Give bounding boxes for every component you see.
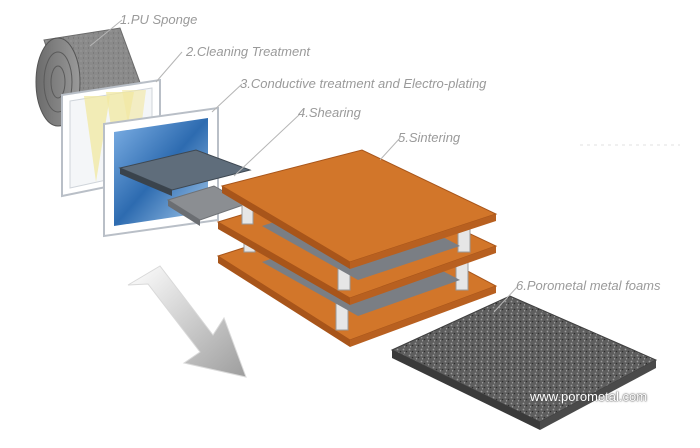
flow-arrow [128,266,246,377]
label-metal-foams: 6.Porometal metal foams [516,278,661,293]
sintering-stack [218,150,496,347]
watermark: www.porometal.com [530,389,647,404]
label-pu-sponge: 1.PU Sponge [120,12,197,27]
label-sintering: 5.Sintering [398,130,460,145]
label-electro-plating: 3.Conductive treatment and Electro-plati… [240,76,486,91]
label-shearing: 4.Shearing [298,105,361,120]
label-cleaning-treatment: 2.Cleaning Treatment [186,44,310,59]
